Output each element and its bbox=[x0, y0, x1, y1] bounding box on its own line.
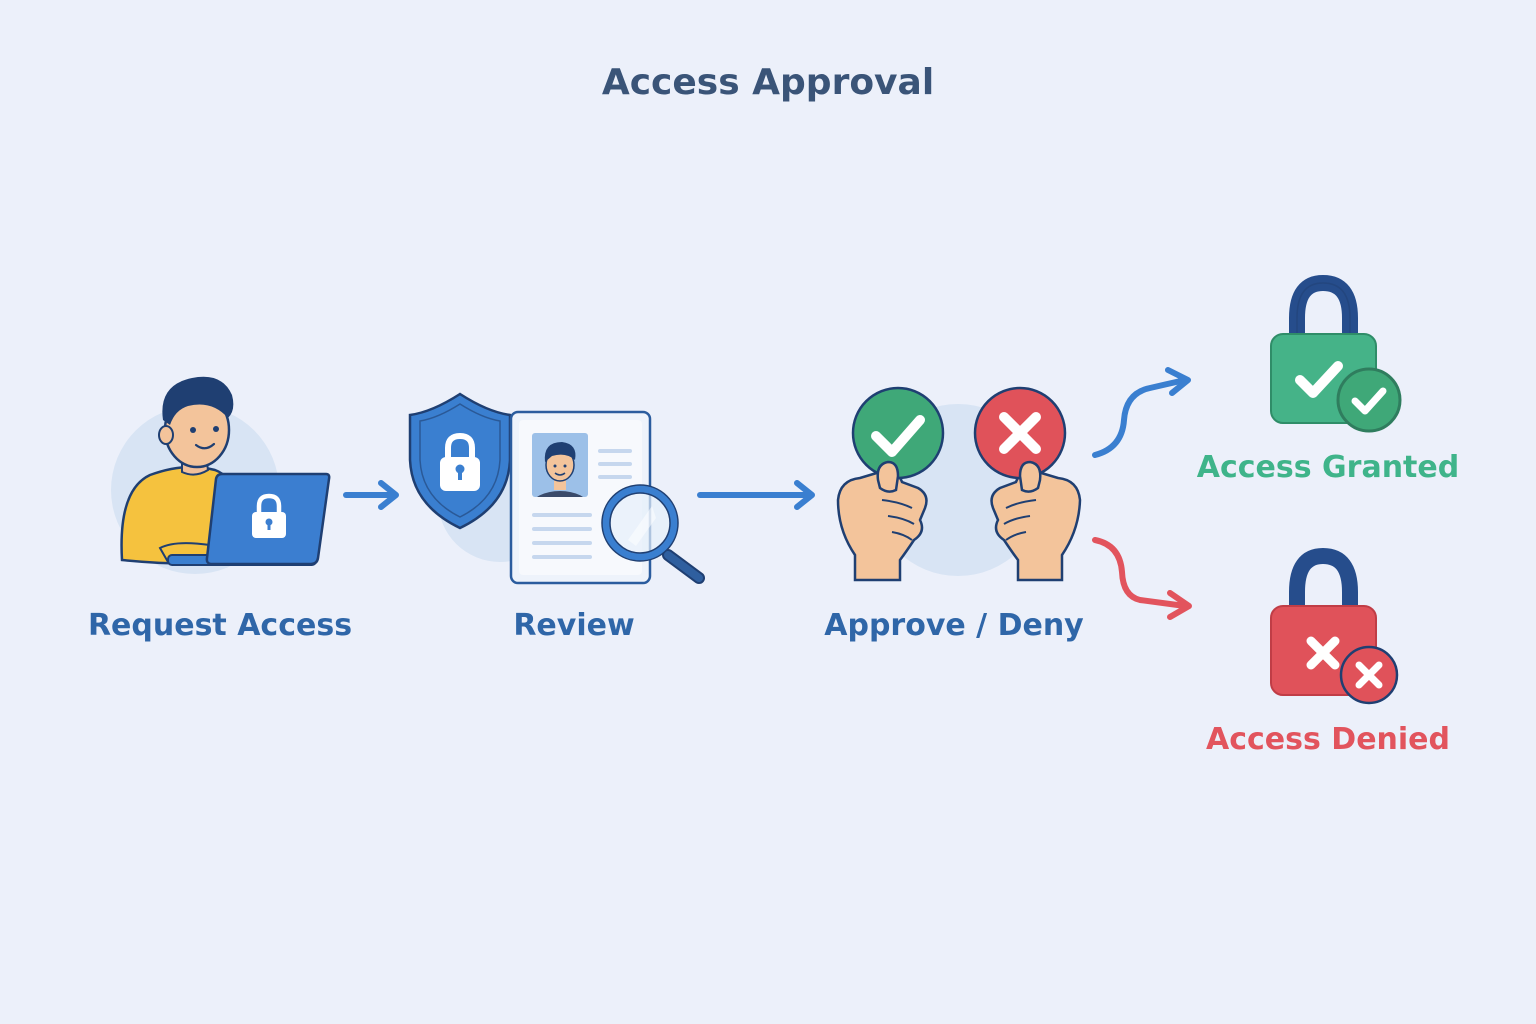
lock-check-icon bbox=[1270, 274, 1402, 433]
check-badge bbox=[1336, 367, 1402, 433]
step-label-review: Review bbox=[513, 608, 635, 643]
left-hand bbox=[836, 470, 928, 582]
user-laptop-lock-icon bbox=[111, 376, 331, 574]
arrow-to-granted bbox=[1092, 367, 1191, 458]
magnifier bbox=[601, 484, 705, 584]
right-hand bbox=[990, 470, 1082, 582]
diagram-title: Access Approval bbox=[601, 62, 935, 103]
arrow-to-denied bbox=[1092, 537, 1192, 620]
lock-x-icon bbox=[1270, 547, 1399, 705]
step-label-decision: Approve / Deny bbox=[824, 608, 1084, 643]
hands-check-cross-icon bbox=[836, 386, 1082, 582]
outcome-label-granted: Access Granted bbox=[1196, 450, 1460, 485]
outcome-label-denied: Access Denied bbox=[1206, 722, 1450, 757]
step-label-request: Request Access bbox=[87, 608, 353, 643]
arrow-request-to-review bbox=[343, 480, 399, 510]
arrow-review-to-decision bbox=[697, 480, 815, 510]
approve-badge bbox=[851, 386, 945, 480]
hair bbox=[162, 376, 234, 425]
cross-icon bbox=[999, 412, 1041, 454]
shield-document-magnifier-icon bbox=[408, 392, 705, 585]
check-icon bbox=[871, 415, 925, 457]
